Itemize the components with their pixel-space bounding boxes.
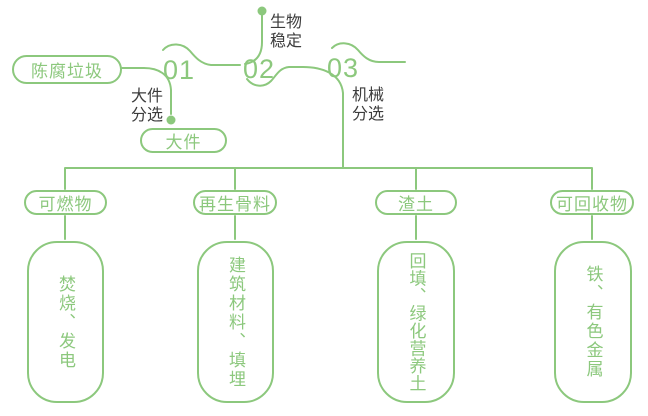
step-label-mechanical-sorting: 机械分选 xyxy=(352,87,385,123)
category-node-combustible: 可燃物 xyxy=(24,190,107,215)
category-node-slag: 渣土 xyxy=(375,190,457,215)
category-node-recycled-aggregate: 再生骨料 xyxy=(193,190,277,215)
category-label-recyclable: 可回收物 xyxy=(556,195,628,214)
detail-box-recycled-aggregate: 建筑材料、填埋 xyxy=(197,241,274,403)
detail-box-combustible: 焚烧、发电 xyxy=(27,241,104,403)
detail-box-slag: 回填、绿化营养土 xyxy=(377,241,455,403)
step-number-01: 01 xyxy=(162,55,196,85)
category-label-recycled-aggregate: 再生骨料 xyxy=(199,195,271,214)
category-label-slag: 渣土 xyxy=(398,195,434,214)
bio-branch-dot xyxy=(257,6,267,16)
wire-distributor xyxy=(64,167,593,190)
wire-source-to-01 xyxy=(121,67,172,115)
bulky-branch-dot xyxy=(166,115,176,125)
source-node: 陈腐垃圾 xyxy=(12,55,122,84)
step-label-bio-stabilization: 生物稳定 xyxy=(270,14,303,50)
source-label: 陈腐垃圾 xyxy=(31,62,103,81)
category-label-combustible: 可燃物 xyxy=(38,195,93,214)
detail-box-recyclable: 铁、有色金属 xyxy=(554,241,632,403)
detail-text-recyclable: 铁、有色金属 xyxy=(583,265,603,379)
step-label-bulky-sorting: 大件分选 xyxy=(131,88,164,124)
step-number-02: 02 xyxy=(242,54,276,84)
detail-text-combustible: 焚烧、发电 xyxy=(56,274,75,370)
output-node-bulky-items: 大件 xyxy=(140,128,227,153)
detail-text-recycled-aggregate: 建筑材料、填埋 xyxy=(226,255,245,389)
step-number-03: 03 xyxy=(326,53,360,83)
output-label-bulky-items: 大件 xyxy=(165,133,202,152)
wire-02-to-feed xyxy=(246,66,344,168)
category-node-recyclable: 可回收物 xyxy=(550,190,634,215)
detail-text-slag: 回填、绿化营养土 xyxy=(406,252,426,392)
wire-bio-branch xyxy=(244,14,263,65)
wire-arc-01 xyxy=(162,43,241,66)
wire-arc-03 xyxy=(331,42,406,63)
